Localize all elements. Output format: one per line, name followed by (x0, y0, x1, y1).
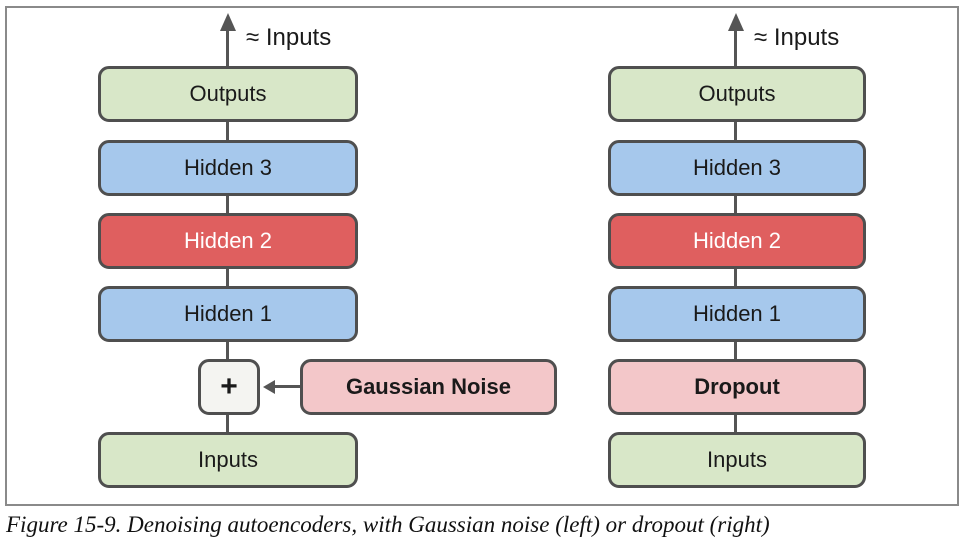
right-hidden3-label: Hidden 3 (692, 155, 782, 180)
plus-node: + (198, 359, 260, 415)
left-inputs-label: Inputs (198, 447, 258, 472)
right-inputs-layer: Inputs (608, 432, 866, 488)
gaussian-noise-label: Gaussian Noise (345, 374, 512, 399)
left-hidden1-layer: Hidden 1 (98, 286, 358, 342)
left-hidden2-layer: Hidden 2 (98, 213, 358, 269)
right-approx-inputs-label: ≈ Inputs (754, 24, 840, 51)
dropout-box: Dropout (608, 359, 866, 415)
figure-caption: Figure 15-9. Denoising autoencoders, wit… (6, 512, 770, 537)
noise-arrowhead-icon (263, 380, 275, 394)
right-inputs-label: Inputs (707, 447, 767, 472)
left-hidden3-label: Hidden 3 (183, 155, 273, 180)
right-outputs-layer: Outputs (608, 66, 866, 122)
left-hidden3-layer: Hidden 3 (98, 140, 358, 196)
right-hidden2-layer: Hidden 2 (608, 213, 866, 269)
left-hidden1-label: Hidden 1 (183, 301, 273, 326)
noise-arrow-line (272, 385, 302, 388)
right-outputs-label: Outputs (698, 81, 776, 106)
right-hidden1-layer: Hidden 1 (608, 286, 866, 342)
right-hidden3-layer: Hidden 3 (608, 140, 866, 196)
left-outputs-label: Outputs (189, 81, 267, 106)
left-hidden2-label: Hidden 2 (183, 228, 273, 253)
plus-label: + (220, 370, 238, 403)
left-approx-inputs-label: ≈ Inputs (246, 24, 332, 51)
dropout-label: Dropout (694, 374, 780, 399)
right-hidden1-label: Hidden 1 (692, 301, 782, 326)
left-output-arrow-icon (220, 13, 236, 31)
right-output-arrow-icon (728, 13, 744, 31)
left-outputs-layer: Outputs (98, 66, 358, 122)
gaussian-noise-box: Gaussian Noise (300, 359, 557, 415)
right-hidden2-label: Hidden 2 (692, 228, 782, 253)
left-inputs-layer: Inputs (98, 432, 358, 488)
